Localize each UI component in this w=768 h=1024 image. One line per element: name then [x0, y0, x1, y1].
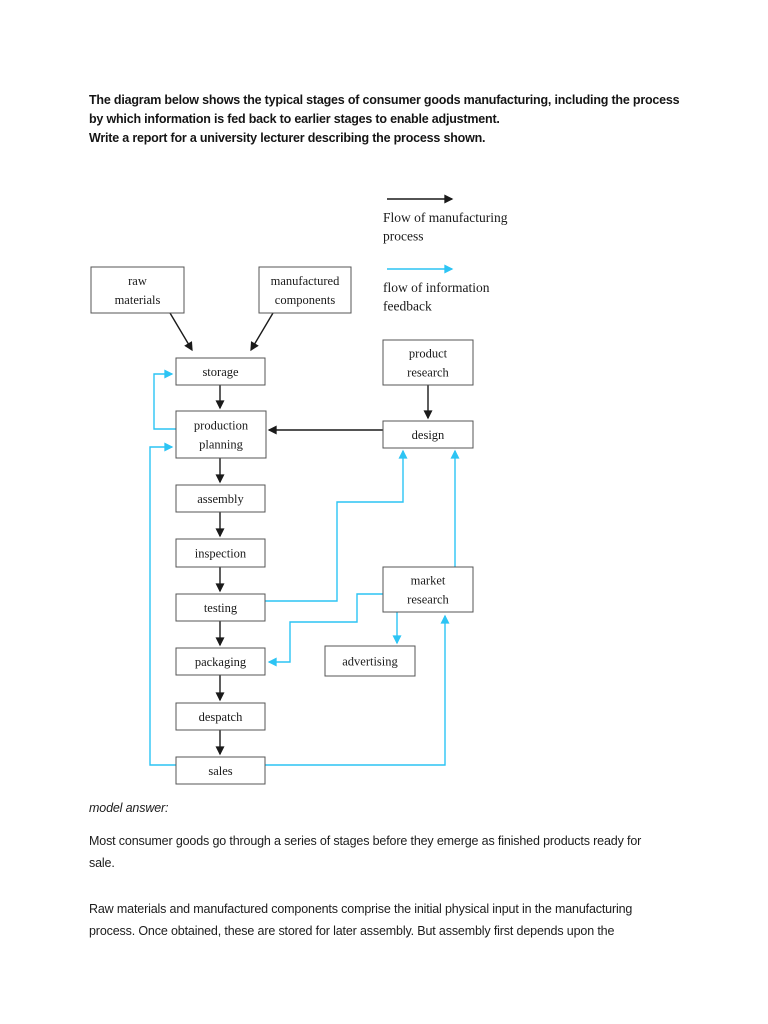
- node-assembly: assembly: [175, 484, 266, 513]
- node-product-research-box: [382, 339, 474, 386]
- node-storage-box: [175, 357, 266, 386]
- edge-raw-materials-to-storage-process-arrow: [169, 312, 193, 352]
- node-assembly-box: [175, 484, 266, 513]
- node-testing-box: [175, 593, 266, 622]
- node-production-planning-label: production: [194, 418, 249, 432]
- node-design: design: [382, 420, 474, 449]
- node-inspection: inspection: [175, 538, 266, 568]
- node-market-research-box: [382, 566, 474, 613]
- legend-feedback-label: feedback: [383, 299, 432, 314]
- node-design-box: [382, 420, 474, 449]
- node-raw-materials-label: materials: [115, 293, 161, 307]
- model-answer-paragraph: Most consumer goods go through a series …: [89, 830, 641, 875]
- node-manufactured-components-label: components: [275, 293, 336, 307]
- legend-process-label: Flow of manufacturing: [383, 210, 508, 225]
- task-prompt: The diagram below shows the typical stag…: [89, 91, 680, 148]
- node-storage: storage: [175, 357, 266, 386]
- edge-production-planning-to-storage-feedback-arrow: [153, 369, 176, 430]
- edge-testing-to-design-feedback-arrow: [265, 449, 408, 602]
- node-raw-materials: raw materials: [90, 266, 185, 314]
- node-product-research-label: research: [407, 365, 449, 379]
- node-market-research: market research: [382, 566, 474, 613]
- model-answer-line: Most consumer goods go through a series …: [89, 833, 642, 848]
- node-packaging: packaging: [175, 647, 266, 676]
- node-raw-materials-label: raw: [128, 274, 147, 288]
- node-production-planning-label: planning: [199, 437, 243, 451]
- node-production-planning: production planning: [175, 410, 267, 459]
- model-answer-paragraph: Raw materials and manufactured component…: [89, 898, 641, 943]
- edge-manufactured-components-to-storage-process-arrow: [250, 312, 274, 352]
- node-despatch-label: despatch: [199, 710, 243, 724]
- legend-feedback-label: flow of information: [383, 280, 490, 295]
- node-market-research-label: market: [411, 573, 446, 587]
- node-sales: sales: [175, 756, 266, 785]
- node-assembly-label: assembly: [197, 492, 244, 506]
- node-sales-box: [175, 756, 266, 785]
- task-prompt-line: Write a report for a university lecturer…: [89, 131, 486, 145]
- node-raw-materials-box: [90, 266, 185, 314]
- edge-market-research-to-packaging-feedback-arrow: [267, 593, 383, 667]
- node-inspection-box: [175, 538, 266, 568]
- model-answer-section: model answer: Most consumer goods go thr…: [89, 797, 641, 943]
- node-storage-label: storage: [202, 365, 239, 379]
- model-answer-label: model answer:: [89, 801, 169, 815]
- node-manufactured-components-box: [258, 266, 352, 314]
- task-prompt-line: The diagram below shows the typical stag…: [89, 93, 680, 107]
- node-product-research: product research: [382, 339, 474, 386]
- legend-process-label: process: [383, 229, 424, 244]
- legend-process: Flow of manufacturing process: [383, 194, 508, 244]
- node-manufactured-components-label: manufactured: [271, 274, 340, 288]
- node-production-planning-box: [175, 410, 267, 459]
- node-advertising-label: advertising: [342, 654, 398, 668]
- node-product-research-label: product: [409, 346, 448, 360]
- node-testing: testing: [175, 593, 266, 622]
- node-despatch-box: [175, 702, 266, 731]
- node-despatch: despatch: [175, 702, 266, 731]
- node-inspection-label: inspection: [195, 546, 247, 560]
- node-market-research-label: research: [407, 592, 449, 606]
- node-manufactured-components: manufactured components: [258, 266, 352, 314]
- node-advertising: advertising: [324, 645, 416, 677]
- node-testing-label: testing: [204, 601, 238, 615]
- node-sales-label: sales: [208, 764, 232, 778]
- node-advertising-box: [324, 645, 416, 677]
- legend-feedback: flow of information feedback: [383, 264, 490, 314]
- model-answer-line: sale.: [89, 856, 115, 870]
- node-packaging-box: [175, 647, 266, 676]
- node-packaging-label: packaging: [195, 655, 247, 669]
- model-answer-line: Raw materials and manufactured component…: [89, 901, 633, 916]
- task-prompt-line: by which information is fed back to earl…: [89, 112, 500, 126]
- edge-sales-to-market-research-feedback-arrow: [220, 614, 450, 766]
- model-answer-line: process. Once obtained, these are stored…: [89, 924, 615, 938]
- node-design-label: design: [412, 428, 445, 442]
